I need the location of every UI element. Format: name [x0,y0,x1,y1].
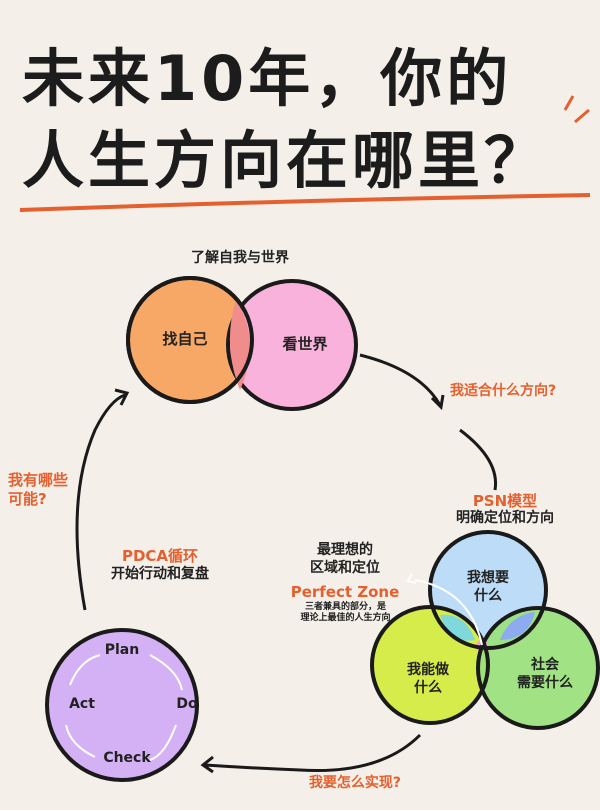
psn-title: PSN模型 [472,492,538,510]
pdca-act: Act [69,696,95,712]
fit-question: 我适合什么方向? [450,383,557,399]
psn-subtitle: 明确定位和方向 [456,510,554,526]
pdca-subtitle: 开始行动和复盘 [111,566,209,582]
possibilities-question: 我有哪些 可能? [8,471,69,508]
title-line-1: 未来10年，你的 [22,42,513,115]
pdca-circle [45,628,199,782]
arrow-2 [459,428,498,491]
can-label: 我能做 什么 [407,662,449,696]
society-circle [476,606,600,730]
top-caption: 了解自我与世界 [191,250,289,266]
want-circle [428,530,548,650]
arrow-4 [75,393,126,611]
society-label: 社会 需要什么 [517,657,573,691]
pdca-cycle-arrows [65,654,183,761]
title-line-2: 人生方向在哪里？ [22,124,551,197]
accent-marks [563,95,590,124]
arrow-1 [359,353,442,406]
achieve-question: 我要怎么实现? [308,775,402,791]
perfect-zone-description: 三者兼具的部分，是 理论上最佳的人生方向 [300,602,391,624]
perfect-zone-pointer [414,579,483,646]
see-world-circle [226,279,358,411]
pdca-plan: Plan [104,642,140,658]
find-self-label: 找自己 [162,330,208,348]
ideal-zone-label: 最理想的 区域和定位 [310,542,380,576]
see-world-label: 看世界 [282,335,328,353]
arrow-3 [204,733,422,773]
title-underline [19,193,591,212]
perfect-zone-title: Perfect Zone [290,583,400,601]
can-circle [370,605,490,725]
pdca-do: Do [176,696,198,712]
pdca-check: Check [103,750,151,766]
pdca-title: PDCA循环 [121,547,199,565]
want-label: 我想要 什么 [467,570,509,604]
